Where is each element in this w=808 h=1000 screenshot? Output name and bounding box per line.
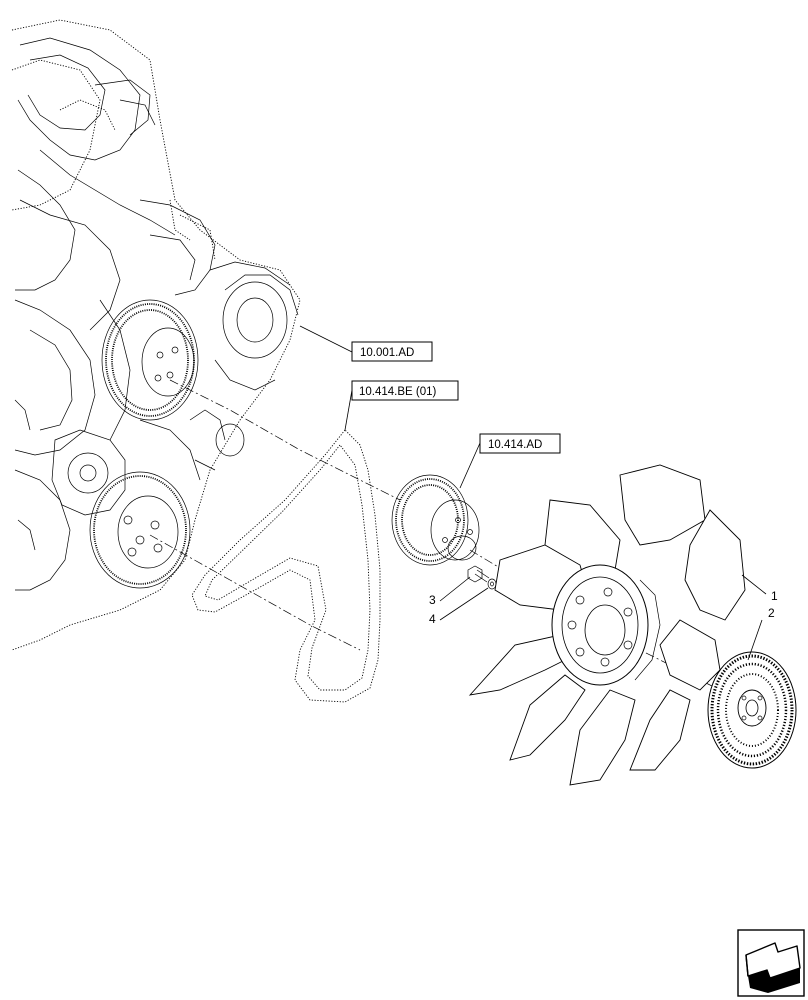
reference-10-001-ad[interactable]: 10.001.AD xyxy=(299,325,433,362)
callout-4: 4 xyxy=(429,587,489,626)
reference-10-414-ad[interactable]: 10.414.AD xyxy=(459,433,561,489)
drive-belt xyxy=(191,429,381,703)
bolt xyxy=(467,565,490,583)
callout-2: 2 xyxy=(747,606,775,661)
engine-block xyxy=(11,19,301,651)
reference-label: 10.414.BE (01) xyxy=(359,386,437,398)
callout-number: 4 xyxy=(429,612,436,626)
viscous-fan-clutch xyxy=(707,651,797,769)
reference-10-414-be[interactable]: 10.414.BE (01) xyxy=(344,380,459,431)
callout-1: 1 xyxy=(741,574,778,603)
callout-3: 3 xyxy=(429,576,471,607)
callout-number: 1 xyxy=(771,589,778,603)
cooling-fan xyxy=(468,464,746,786)
washer xyxy=(487,578,497,590)
callout-number: 3 xyxy=(429,593,436,607)
reference-label: 10.414.AD xyxy=(488,439,542,451)
fan-drive-pulley xyxy=(391,474,480,566)
callout-number: 2 xyxy=(768,606,775,620)
reference-label: 10.001.AD xyxy=(360,347,414,359)
next-page-arrow-icon[interactable] xyxy=(737,929,805,997)
